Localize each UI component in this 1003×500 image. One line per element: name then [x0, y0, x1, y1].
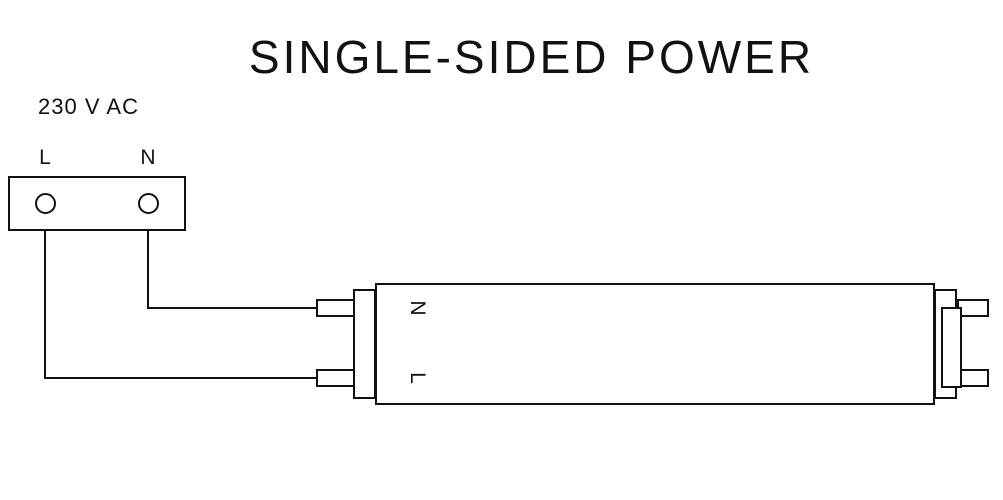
diagram-title: SINGLE-SIDED POWER	[248, 31, 815, 83]
terminal-label-neutral: N	[140, 146, 156, 169]
terminal-label-live: L	[39, 146, 51, 169]
tube-pin-label-neutral: N	[406, 300, 429, 316]
supply-voltage-label: 230 V AC	[38, 94, 139, 119]
terminal-screw-neutral	[138, 193, 159, 214]
tube-body	[375, 283, 935, 405]
tube-left-pin-top	[316, 299, 355, 317]
terminal-screw-live	[35, 193, 56, 214]
tube-pin-label-live: L	[406, 372, 429, 384]
tube-left-end-cap	[353, 289, 376, 399]
tube-right-inner-connector	[941, 307, 962, 388]
tube-left-pin-bottom	[316, 369, 355, 387]
